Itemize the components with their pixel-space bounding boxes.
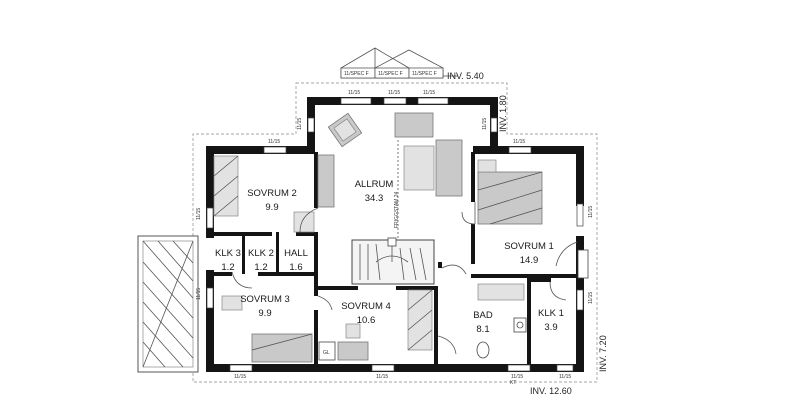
svg-text:11/15: 11/15 — [388, 90, 400, 96]
gl-label: GL — [323, 350, 330, 356]
room-name-klk1: KLK 1 — [538, 308, 564, 319]
room-area-klk2: 1.2 — [254, 262, 267, 273]
walls — [206, 97, 584, 372]
roof-windows: 11/SPEC F 11/SPEC F 11/SPEC F — [340, 47, 444, 79]
staircase: FRIGGSTAM 24 — [351, 140, 435, 285]
room-area-sovrum2: 9.9 — [265, 202, 278, 213]
svg-text:11/15: 11/15 — [423, 90, 435, 96]
window-codes: 11/15 11/15 11/15 11/15 11/15 11/15 11/1… — [196, 90, 594, 380]
inv-bottom-label: INV. 12.60 — [530, 386, 572, 396]
svg-text:11/15: 11/15 — [268, 139, 280, 145]
svg-text:11/15: 11/15 — [482, 118, 488, 130]
room-area-klk1: 3.9 — [544, 322, 557, 333]
svg-text:11/15: 11/15 — [559, 374, 571, 380]
room-area-allrum: 34.3 — [365, 193, 384, 204]
room-labels: ALLRUM 34.3 SOVRUM 1 14.9 SOVRUM 2 9.9 S… — [215, 179, 564, 386]
room-name-allrum: ALLRUM — [355, 179, 394, 190]
room-name-sovrum4: SOVRUM 4 — [341, 301, 391, 312]
inv-right-bottom-label: INV. 7.20 — [598, 335, 608, 372]
room-name-klk3: KLK 3 — [215, 248, 241, 259]
svg-text:11/15: 11/15 — [234, 374, 246, 380]
svg-text:11/15: 11/15 — [196, 208, 202, 220]
room-name-hall: HALL — [284, 248, 308, 259]
roof-outline — [192, 82, 598, 383]
svg-text:11/15: 11/15 — [588, 206, 594, 218]
room-name-sovrum2: SOVRUM 2 — [247, 188, 297, 199]
svg-text:11/15: 11/15 — [348, 90, 360, 96]
balcony — [137, 235, 199, 373]
roof-window-label: 11/SPEC F — [344, 71, 369, 77]
svg-text:11/15: 11/15 — [511, 374, 523, 380]
room-name-bad: BAD — [473, 310, 493, 321]
elevation-labels: INV. 5.40 INV. 1.80 INV. 7.20 INV. 12.60 — [443, 71, 608, 396]
inv-top-label: INV. 5.40 — [447, 71, 484, 81]
svg-text:11/15: 11/15 — [376, 374, 388, 380]
room-area-sovrum3: 9.9 — [258, 308, 271, 319]
furniture — [213, 112, 589, 363]
room-area-hall: 1.6 — [289, 262, 302, 273]
stair-note: FRIGGSTAM 24 — [394, 191, 400, 228]
room-name-sovrum3: SOVRUM 3 — [240, 294, 290, 305]
room-area-sovrum4: 10.6 — [357, 315, 376, 326]
room-name-sovrum1: SOVRUM 1 — [504, 241, 554, 252]
svg-text:11/15: 11/15 — [513, 139, 525, 145]
svg-text:11/15: 11/15 — [297, 118, 303, 130]
room-name-klk2: KLK 2 — [248, 248, 274, 259]
room-area-sovrum1: 14.9 — [520, 255, 539, 266]
inv-right-top-label: INV. 1.80 — [498, 95, 508, 132]
kt-label: KT — [510, 380, 516, 386]
roof-window-label: 11/SPEC F — [378, 71, 403, 77]
room-area-bad: 8.1 — [476, 324, 489, 335]
room-area-klk3: 1.2 — [221, 262, 234, 273]
roof-window-label: 11/SPEC F — [412, 71, 437, 77]
svg-text:11/15: 11/15 — [196, 288, 202, 300]
windows — [206, 97, 584, 372]
svg-text:11/15: 11/15 — [588, 292, 594, 304]
